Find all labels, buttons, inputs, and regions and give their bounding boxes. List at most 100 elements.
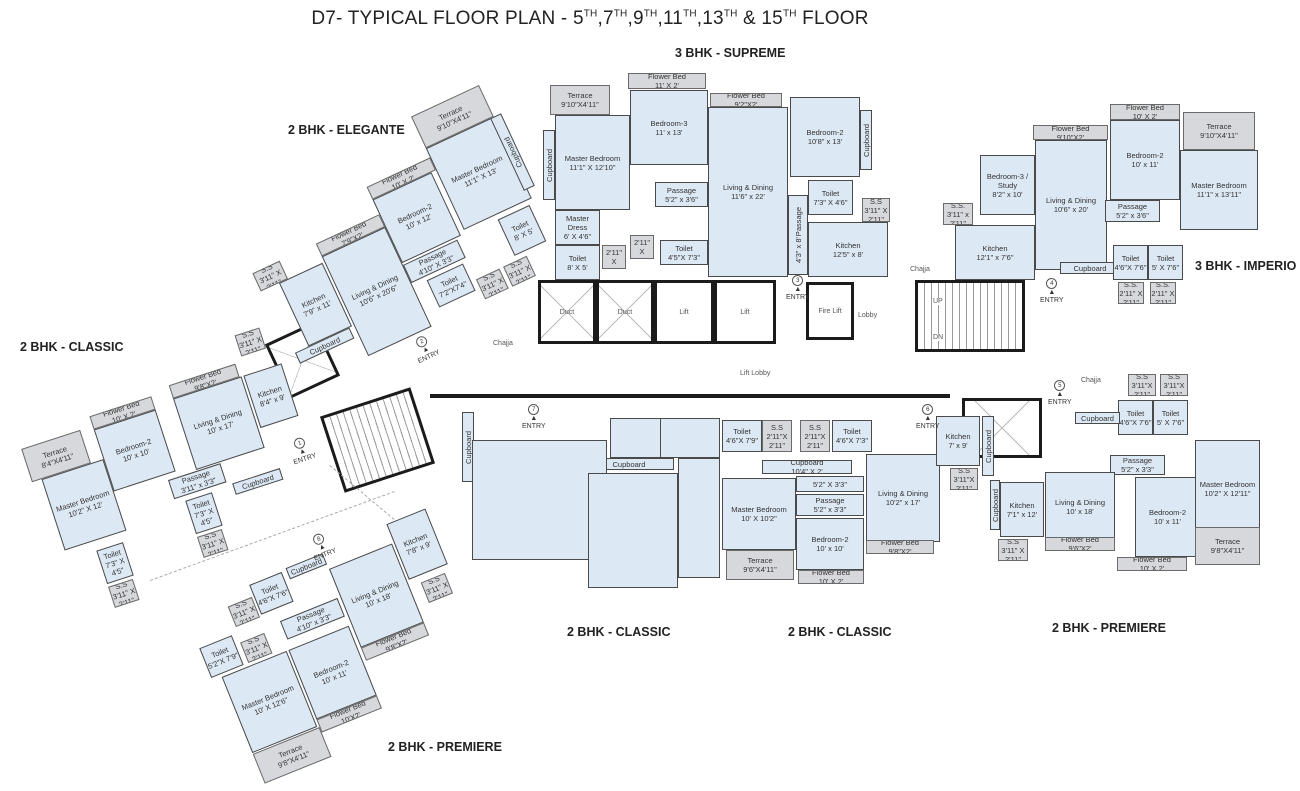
room-s-s: S.S.2'11" X 2'11"	[1150, 282, 1176, 304]
room-name: S.S	[608, 246, 620, 248]
room-space: 5'2" X 3'3"	[796, 476, 864, 492]
entry-marker: 6▲ENTRY	[916, 404, 940, 431]
room-dimensions: 9'6"X2'	[1068, 544, 1092, 551]
room-name: S.S	[1135, 374, 1149, 381]
room-name: Toilet	[1126, 408, 1145, 418]
ordinal: TH	[643, 8, 658, 20]
lift-2: Lift	[714, 280, 776, 344]
room-dimensions: 3'11"X 2'11"	[1163, 380, 1185, 396]
room-name: Kitchen	[835, 240, 861, 250]
room-dimensions: 7'3" X 4'6"	[813, 197, 848, 207]
entry-label: ENTRY	[522, 423, 546, 430]
ordinal: TH	[782, 8, 797, 20]
room-dimensions: 11'1" X 12'10"	[569, 162, 616, 172]
room-name: Flower Bed	[1126, 104, 1164, 112]
room-dimensions: 10'2" x 17'	[885, 498, 921, 507]
room-dimensions: 8' X 5'	[567, 262, 588, 272]
room-dimensions: 9'6"X4'11"	[743, 565, 777, 574]
room-name: Toilet	[1161, 408, 1180, 418]
room-dimensions: 4'6"X 7'9"	[726, 436, 758, 445]
staircase-left	[319, 387, 436, 493]
room-dimensions: 5'2" x 3'6"	[1116, 211, 1149, 220]
room-name: Kitchen	[982, 243, 1008, 253]
room-dimensions: 9'10"X4'11"	[1200, 131, 1238, 140]
floor-9: 9	[632, 8, 644, 29]
room-s-s: S.S2'11" X 3'11"	[602, 245, 626, 269]
room-name: Master Bedroom	[1191, 181, 1247, 190]
room-space	[472, 440, 607, 560]
room-dimensions: 6' X 4'6"	[563, 232, 592, 241]
page-title: D7- TYPICAL FLOOR PLAN - 5TH,7TH,9TH,11T…	[0, 8, 1180, 30]
room-name: Passage	[666, 185, 697, 195]
floor-7: 7	[602, 8, 614, 29]
lift-lobby-label: Lift Lobby	[740, 370, 771, 377]
unit-label-2bhk-premiere-right: 2 BHK - PREMIERE	[1052, 621, 1166, 635]
separator: ,	[597, 8, 603, 29]
room-name: Flower Bed	[648, 73, 686, 81]
title-and: &	[737, 8, 762, 29]
entry-marker: 3▲ENTRY	[786, 275, 810, 302]
room-name: Flower Bed	[727, 93, 765, 100]
unit-label-2bhk-elegante: 2 BHK - ELEGANTE	[288, 123, 405, 137]
entry-marker: 4▲ENTRY	[1040, 278, 1064, 305]
separator: ,	[696, 8, 703, 29]
room-dimensions: 2'11" X 2'11"	[1119, 288, 1143, 304]
room-dimensions: 10'8" x 13'	[807, 137, 843, 146]
ordinal: TH	[583, 8, 598, 20]
fire-lift: Fire Lift	[806, 282, 854, 340]
separator: ,	[657, 8, 663, 29]
room-dimensions: 4'6"X 7'6"	[1119, 417, 1152, 427]
room-cupboard: Cupboard	[232, 468, 284, 495]
entry-arrow-icon: ▲	[1048, 289, 1056, 296]
room-dimensions: 10' X 10'2"	[741, 514, 777, 523]
room-dimensions: 2'11" X 3'11"	[605, 248, 623, 268]
room-dimensions: 2'11"X 2'11"	[766, 431, 788, 450]
room-cupboard: Cupboard	[543, 130, 555, 200]
room-name: Cupboard	[1073, 263, 1107, 273]
room-s-s: S.S.2'11" X 2'11"	[1118, 282, 1144, 304]
room-dimensions: 8'2" x 10'	[992, 189, 1023, 199]
entry-arrow-icon: ▲	[1056, 391, 1064, 398]
room-dimensions: 4'3" x 8'	[793, 236, 803, 263]
stair-down-label: DN	[933, 334, 944, 341]
lift-label: Lift	[679, 308, 689, 316]
room-s-s: S.S.3'11" x 2'11"	[943, 203, 973, 225]
room-name: Terrace	[1206, 122, 1232, 131]
room-name: Bedroom-3	[650, 118, 688, 128]
room-name: Passage	[1122, 456, 1153, 465]
room-dimensions: 10'6" x 20'	[1053, 205, 1089, 214]
room-name: S.S	[1167, 374, 1181, 381]
room-dimensions: 10' x 18'	[1066, 507, 1094, 516]
room-name: Flower Bed	[812, 570, 850, 577]
entry-marker: 2▲ENTRY	[409, 332, 442, 366]
entry-number: 5	[1054, 380, 1066, 391]
duct-2: Duct	[596, 280, 654, 344]
room-space	[588, 473, 678, 588]
room-name: Bedroom-3 / Study	[986, 171, 1029, 190]
